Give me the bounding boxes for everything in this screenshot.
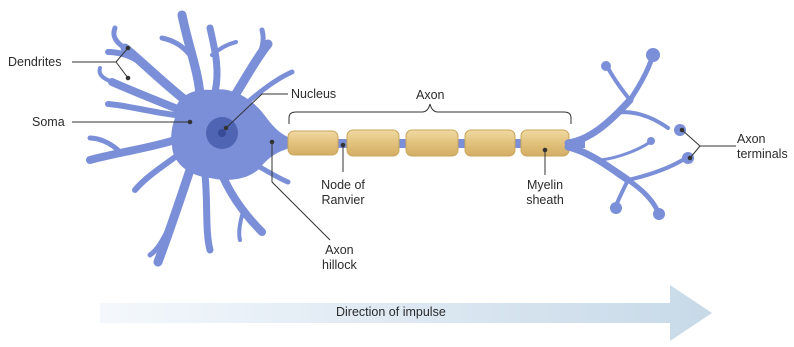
- myelin-sheath-label: Myelin sheath: [526, 178, 564, 208]
- node-of-ranvier-line-1: Node of: [321, 178, 365, 193]
- axon-terminal-branches: [568, 58, 686, 212]
- impulse-direction-label: Direction of impulse: [336, 305, 446, 319]
- myelin-segment: [288, 131, 338, 155]
- myelin-sheaths: [288, 130, 569, 156]
- axon-hillock-line-2: hillock: [322, 258, 357, 273]
- axon-label: Axon: [416, 88, 445, 103]
- node-of-ranvier-label: Node of Ranvier: [321, 178, 365, 208]
- axon-terminals-label: Axon terminals: [737, 132, 788, 162]
- myelin-segment: [347, 130, 399, 156]
- myelin-segment: [465, 130, 515, 156]
- soma-label: Soma: [32, 115, 65, 130]
- axon-terminals-line-1: Axon: [737, 132, 788, 147]
- node-of-ranvier-line-2: Ranvier: [321, 193, 365, 208]
- axon-hillock-label: Axon hillock: [322, 243, 357, 273]
- axon-bracket: [289, 104, 571, 124]
- nucleolus-shape: [218, 129, 226, 137]
- myelin-segment: [406, 130, 458, 156]
- dendrites-label: Dendrites: [8, 55, 62, 70]
- myelin-sheath-line-2: sheath: [526, 193, 564, 208]
- myelin-sheath-line-1: Myelin: [526, 178, 564, 193]
- nucleus-label: Nucleus: [291, 87, 336, 102]
- axon-hillock-line-1: Axon: [322, 243, 357, 258]
- axon-terminals-line-2: terminals: [737, 147, 788, 162]
